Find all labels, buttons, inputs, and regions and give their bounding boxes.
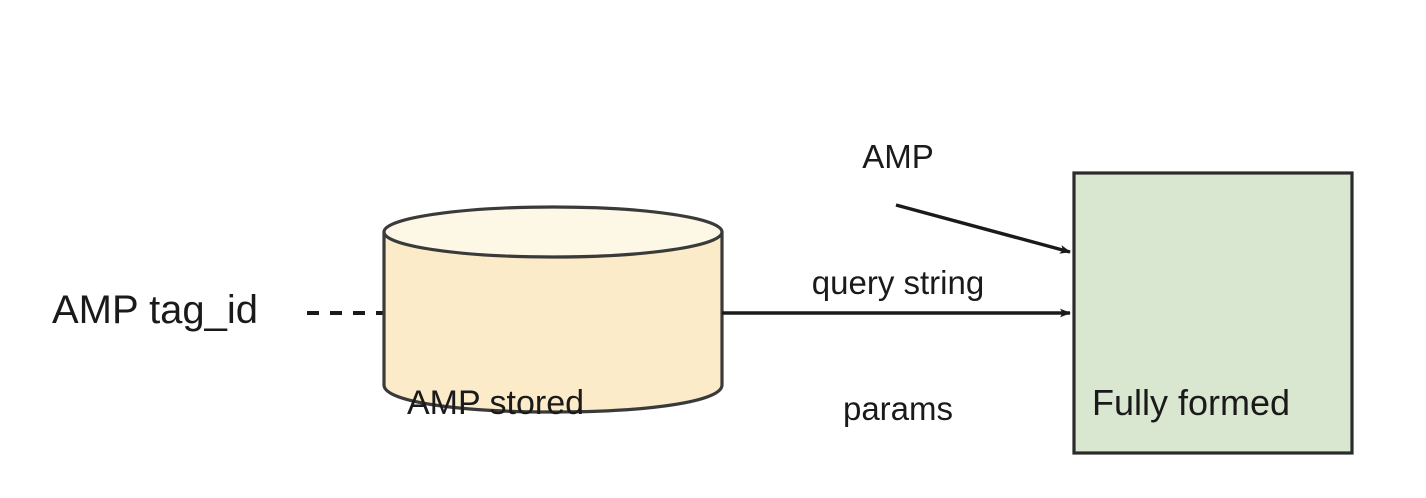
cylinder-body	[382, 230, 724, 414]
query-params-annotation-line-1: AMP	[862, 138, 934, 175]
cylinder-label-line-1: AMP stored	[407, 384, 585, 422]
ortb-box-label: Fully formed ORTB	[1092, 273, 1290, 498]
cylinder-top-ellipse	[382, 205, 724, 259]
ortb-box	[1072, 171, 1354, 455]
cylinder-label: AMP stored request template	[407, 281, 660, 498]
query-params-annotation-line-3: params	[842, 390, 954, 427]
query-params-annotation-line-2: query string	[811, 264, 985, 301]
query-params-annotation: AMP query string params	[798, 52, 998, 498]
ortb-box-label-line-1: Fully formed	[1092, 382, 1291, 423]
edge-params-to-ortb	[895, 203, 1071, 254]
amp-tagid-label: AMP tag_id	[52, 288, 259, 332]
